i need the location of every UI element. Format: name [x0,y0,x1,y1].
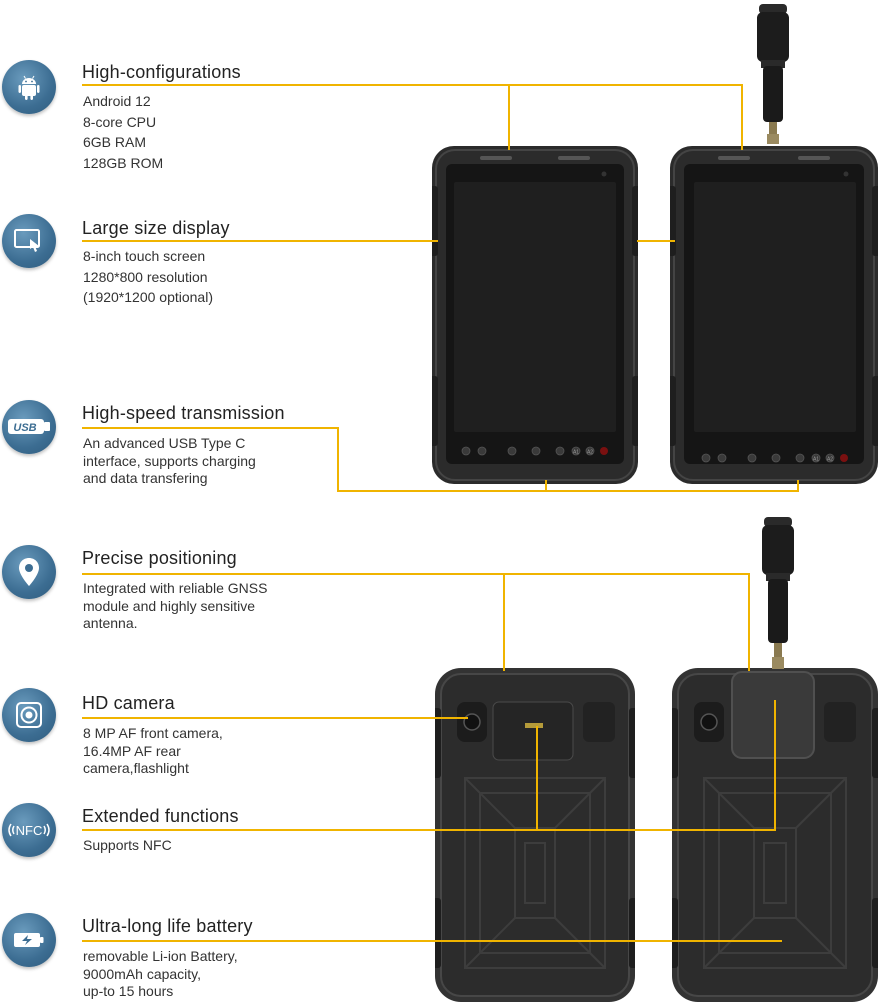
description-line: 9000mAh capacity, [83,965,202,982]
description-line: up-to 15 hours [83,983,174,999]
description-line: camera,flashlight [83,760,189,776]
callout-line [82,573,749,575]
description-line: 128GB ROM [83,154,164,171]
feature-title: High-speed transmission [82,403,285,423]
description-line: 8-inch touch screen [83,248,206,264]
touch-display-icon [2,214,56,268]
feature-description: Supports NFC [83,837,172,855]
description-line: 8 MP AF front camera, [83,725,223,741]
description-line: 8-core CPU [83,113,157,130]
callout-line [82,240,438,242]
battery-icon [2,913,56,967]
feature-description: Android 12 8-core CPU 6GB RAM 128GB ROM [83,91,163,173]
feature-hd-camera: HD camera 8 MP AF front camera, 16.4MP A… [0,680,340,790]
camera-lens-icon [2,688,56,742]
description-line: 1280*800 resolution [83,268,208,285]
feature-title: Large size display [82,218,230,238]
usb-label: USB [13,422,36,434]
callout-line [637,240,675,242]
feature-high-speed-transmission: USB High-speed transmission An advanced … [0,390,340,500]
callout-line [337,427,339,491]
key-a2-label: A2 [587,450,593,456]
location-pin-icon [2,545,56,599]
key-a1-label: A1 [573,450,579,456]
feature-large-display: Large size display 8-inch touch screen 1… [0,200,340,320]
feature-title: High-configurations [82,62,241,82]
feature-description: Integrated with reliable GNSS module and… [83,580,267,633]
android-icon [2,60,56,114]
gnss-antenna-top [757,4,789,144]
feature-title: Extended functions [82,806,239,826]
callout-line [774,700,776,830]
description-line: 16.4MP AF rear [83,742,181,759]
gnss-antenna-bottom [762,517,794,669]
key-a2-label: A2 [827,457,833,463]
tablet-front-left: A1 A2 [432,146,638,484]
description-line: Integrated with reliable GNSS [83,580,268,596]
description-line: antenna. [83,615,138,631]
description-line: (1920*1200 optional) [83,289,213,305]
callout-line [536,726,538,830]
feature-description: 8 MP AF front camera, 16.4MP AF rear cam… [83,725,223,778]
callout-line [748,573,750,671]
description-line: Supports NFC [83,837,172,853]
description-line: removable Li-ion Battery, [83,948,238,964]
description-line: and data transfering [83,470,208,486]
feature-description: 8-inch touch screen 1280*800 resolution … [83,246,213,308]
tablet-front-right: A1 A2 [670,146,878,484]
callout-line [82,717,468,719]
feature-title: Ultra-long life battery [82,916,253,936]
callout-line [82,84,742,86]
usb-icon: USB [2,400,56,454]
feature-battery: Ultra-long life battery removable Li-ion… [0,905,340,1002]
callout-line [503,573,505,671]
callout-line [82,427,338,429]
callout-line [741,84,743,150]
description-line: interface, supports charging [83,452,256,469]
feature-extended-functions: NFC Extended functions Supports NFC [0,795,340,875]
description-line: An advanced USB Type C [83,435,246,451]
feature-title: Precise positioning [82,548,237,568]
callout-line [545,480,547,491]
callout-line [508,84,510,150]
feature-description: removable Li-ion Battery, 9000mAh capaci… [83,948,238,1001]
key-a1-label: A1 [813,457,819,463]
callout-line [797,480,799,491]
description-line: 6GB RAM [83,134,147,150]
nfc-label: NFC [16,823,43,838]
callout-line [82,829,776,831]
tablet-back-left [435,668,635,1002]
description-line: module and highly sensitive [83,597,255,614]
nfc-icon: NFC [2,803,56,857]
feature-precise-positioning: Precise positioning Integrated with reli… [0,530,340,640]
callout-line [82,940,782,942]
description-line: Android 12 [83,93,151,109]
feature-title: HD camera [82,693,175,713]
feature-high-configurations: High-configurations Android 12 8-core CP… [0,0,340,180]
feature-description: An advanced USB Type C interface, suppor… [83,435,256,488]
tablet-back-right [672,668,878,1002]
callout-line [337,490,799,492]
